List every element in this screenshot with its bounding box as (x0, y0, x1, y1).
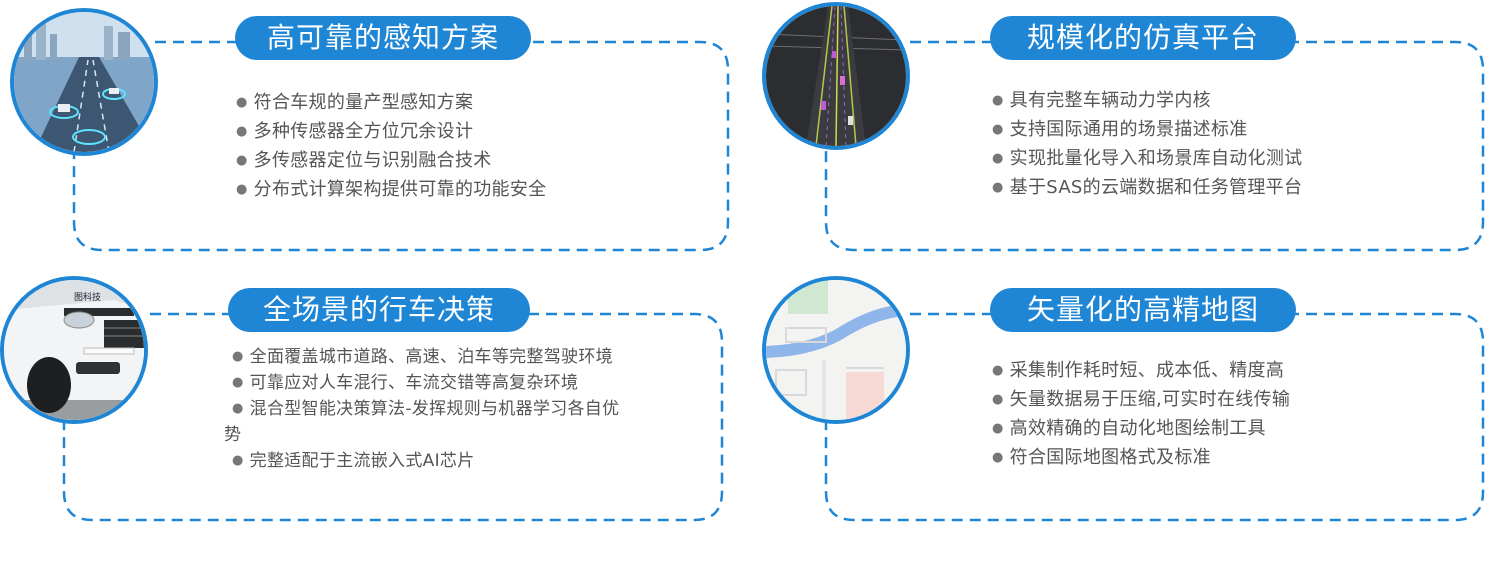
card-perception: 高可靠的感知方案 ●符合车规的量产型感知方案 ●多种传感器全方位冗余设计 ●多传… (0, 0, 740, 260)
hd-map-icon (766, 280, 906, 420)
bullet-dot-icon: ● (992, 363, 1004, 378)
list-item: ●全面覆盖城市道路、高速、泊车等完整驾驶环境 (232, 347, 613, 367)
car-front-photo: 图科技 (0, 276, 148, 424)
card-hd-map: 矢量化的高精地图 ●采集制作耗时短、成本低、精度高 ●矢量数据易于压缩,可实时在… (750, 270, 1494, 530)
card-border (824, 312, 1485, 522)
list-item: ●基于SAS的云端数据和任务管理平台 (992, 177, 1303, 198)
bullet-dot-icon: ● (992, 151, 1004, 166)
bullet-list: ●具有完整车辆动力学内核 ●支持国际通用的场景描述标准 ●实现批量化导入和场景库… (992, 86, 1302, 202)
highway-sensing-photo (10, 8, 158, 156)
list-item: ●多传感器定位与识别融合技术 (236, 150, 492, 171)
bullet-dot-icon: ● (992, 450, 1004, 465)
list-item: ●实现批量化导入和场景库自动化测试 (992, 148, 1303, 169)
bullet-dot-icon: ● (232, 401, 244, 416)
list-item: ●分布式计算架构提供可靠的功能安全 (236, 179, 547, 200)
car-front-icon: 图科技 (4, 280, 144, 420)
bullet-list: ●符合车规的量产型感知方案 ●多种传感器全方位冗余设计 ●多传感器定位与识别融合… (236, 88, 546, 204)
hd-map-image (762, 276, 910, 424)
list-item: ●符合车规的量产型感知方案 (236, 92, 474, 113)
svg-text:图科技: 图科技 (74, 291, 101, 303)
list-item: ●多种传感器全方位冗余设计 (236, 121, 474, 142)
highway-sensing-icon (14, 12, 154, 152)
section-title: 全场景的行车决策 (228, 288, 530, 332)
bullet-dot-icon: ● (236, 182, 248, 197)
list-item: ●高效精确的自动化地图绘制工具 (992, 418, 1266, 439)
list-item: ●采集制作耗时短、成本低、精度高 (992, 360, 1285, 381)
bullet-dot-icon: ● (236, 153, 248, 168)
card-border (72, 40, 730, 252)
section-title: 高可靠的感知方案 (235, 16, 531, 60)
bullet-list: ●全面覆盖城市道路、高速、泊车等完整驾驶环境 ●可靠应对人车混行、车流交错等高复… (224, 344, 634, 474)
bullet-dot-icon: ● (992, 122, 1004, 137)
bullet-list: ●采集制作耗时短、成本低、精度高 ●矢量数据易于压缩,可实时在线传输 ●高效精确… (992, 356, 1290, 472)
bullet-dot-icon: ● (232, 375, 244, 390)
section-title: 规模化的仿真平台 (990, 16, 1296, 60)
bullet-dot-icon: ● (236, 124, 248, 139)
simulation-lanes-icon (766, 6, 906, 146)
card-simulation: 规模化的仿真平台 ●具有完整车辆动力学内核 ●支持国际通用的场景描述标准 ●实现… (750, 0, 1494, 260)
bullet-dot-icon: ● (236, 95, 248, 110)
list-item: ●矢量数据易于压缩,可实时在线传输 (992, 389, 1291, 410)
bullet-dot-icon: ● (232, 453, 244, 468)
bullet-dot-icon: ● (992, 421, 1004, 436)
list-item: ●支持国际通用的场景描述标准 (992, 119, 1248, 140)
card-border (62, 312, 724, 522)
list-item: ●具有完整车辆动力学内核 (992, 90, 1211, 111)
bullet-dot-icon: ● (992, 392, 1004, 407)
card-decision: 全场景的行车决策 图科技 ●全面覆盖城市道路、高速、泊车等完整驾驶环境 ●可靠应… (0, 270, 740, 530)
list-item: ●可靠应对人车混行、车流交错等高复杂环境 (232, 373, 579, 393)
section-title: 矢量化的高精地图 (990, 288, 1296, 332)
list-item: ●完整适配于主流嵌入式AI芯片 (232, 451, 475, 471)
simulation-lanes-image (762, 2, 910, 150)
list-item: ●混合型智能决策算法-发挥规则与机器学习各自优势 (224, 399, 620, 445)
bullet-dot-icon: ● (992, 180, 1004, 195)
list-item: ●符合国际地图格式及标准 (992, 447, 1211, 468)
card-border (824, 40, 1485, 252)
bullet-dot-icon: ● (232, 349, 244, 364)
bullet-dot-icon: ● (992, 93, 1004, 108)
